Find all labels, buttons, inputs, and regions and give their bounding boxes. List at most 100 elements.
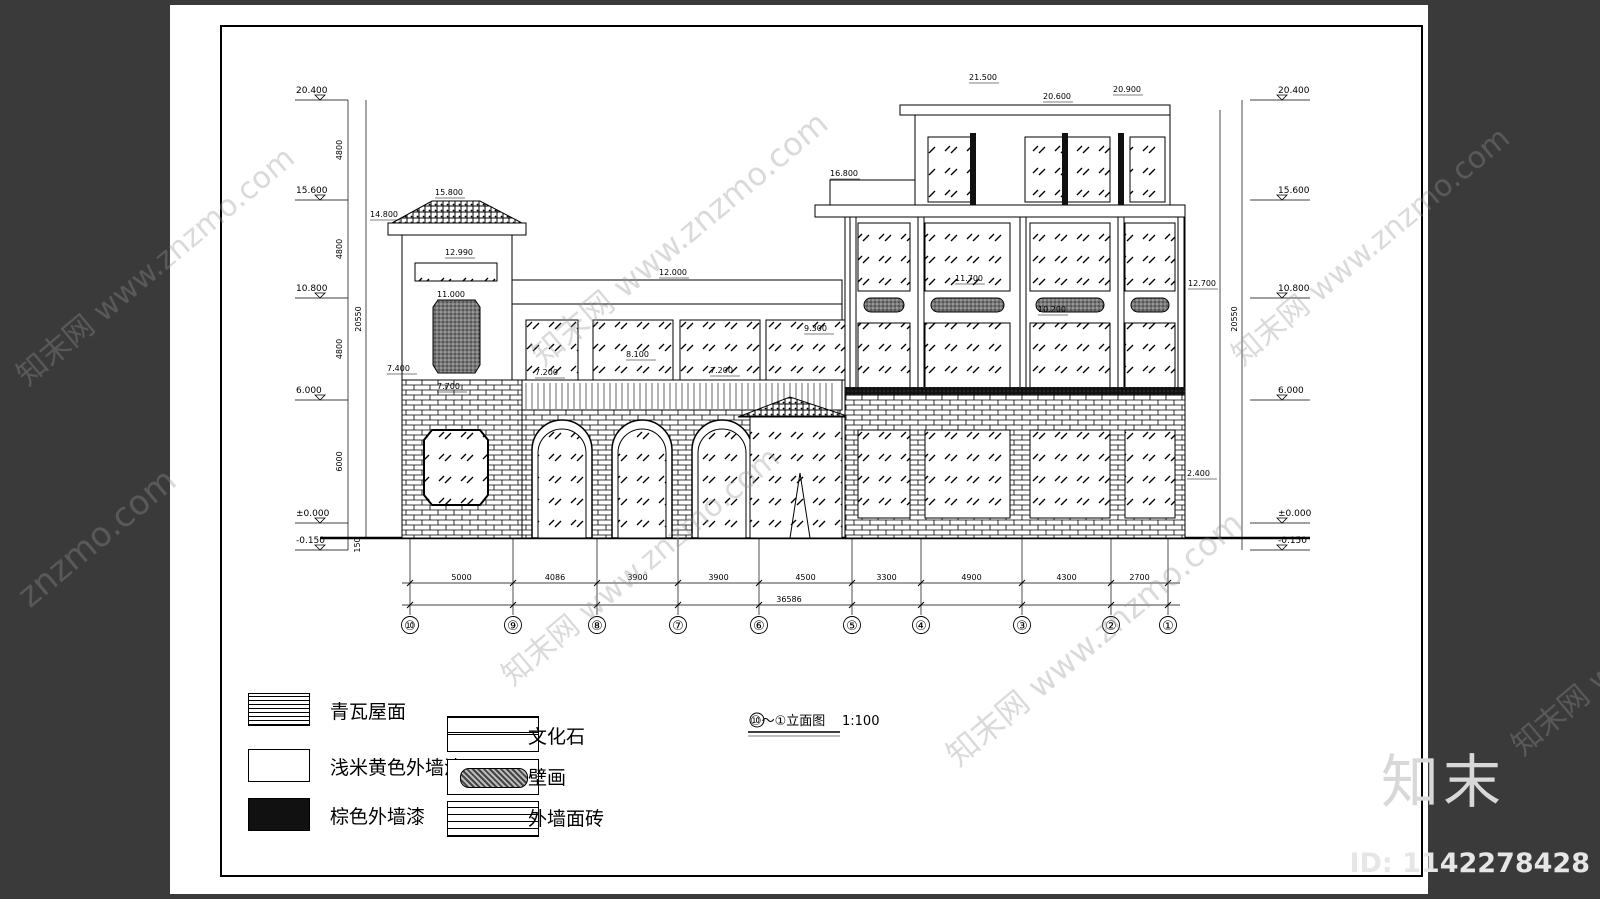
level-label-right: 10.800 bbox=[1278, 284, 1310, 294]
dim-label-vertical: 4800 bbox=[335, 339, 344, 359]
middle-window bbox=[857, 322, 911, 392]
elevation-mark-label: 16.800 bbox=[830, 169, 858, 178]
axis-label: ⑩ bbox=[404, 619, 416, 634]
pavilion-dark-pilaster bbox=[1062, 133, 1068, 205]
level-label-left: 6.000 bbox=[296, 386, 322, 396]
right-cornice bbox=[814, 204, 1186, 218]
axis-label: ⑦ bbox=[672, 619, 684, 634]
pilaster bbox=[1177, 216, 1185, 396]
axis-bubble bbox=[750, 616, 768, 634]
level-markers: 20.40015.60010.8006.000±0.000-0.15020.40… bbox=[295, 86, 1312, 551]
dim-label-bay: 3900 bbox=[708, 573, 728, 582]
arcade-upper-window bbox=[592, 319, 674, 381]
level-triangle-right bbox=[1276, 517, 1288, 524]
dark-band bbox=[845, 387, 1185, 395]
elevation-mark-label: 7.400 bbox=[387, 364, 410, 373]
arcade-upper-window bbox=[679, 319, 761, 381]
level-label-left: 10.800 bbox=[296, 284, 328, 294]
pilaster bbox=[917, 216, 925, 396]
axis-bubble bbox=[588, 616, 606, 634]
dim-label-bay: 3300 bbox=[876, 573, 896, 582]
level-triangle-right bbox=[1276, 194, 1288, 201]
left-tower-eave bbox=[387, 222, 527, 236]
level-triangle-left bbox=[314, 194, 326, 201]
arcade-roof-band bbox=[511, 279, 843, 305]
drawing-title: ⑩～①立面图 1:100 bbox=[748, 712, 879, 737]
legend-label-plain: 浅米黄色外墙漆 bbox=[330, 757, 464, 779]
dim-label-bay: 4500 bbox=[795, 573, 815, 582]
pilaster bbox=[1117, 216, 1125, 396]
axis-tick bbox=[848, 601, 856, 609]
axis-tick bbox=[593, 601, 601, 609]
level-triangle-right bbox=[1276, 292, 1288, 299]
dim-label-plinth: 150 bbox=[353, 537, 362, 552]
dim-label-vertical: 6000 bbox=[335, 451, 344, 471]
dim-label-bay: 4086 bbox=[545, 573, 565, 582]
axis-label: ① bbox=[1162, 619, 1174, 634]
drawing-frame bbox=[220, 25, 1423, 877]
level-triangle-left bbox=[314, 394, 326, 401]
level-label-left: ±0.000 bbox=[296, 509, 330, 519]
legend-label-dark: 棕色外墙漆 bbox=[330, 806, 426, 828]
elevation-mark-label: 7.700 bbox=[437, 382, 460, 391]
elevation-mark-label: 14.800 bbox=[370, 210, 398, 219]
axis-tick bbox=[509, 601, 517, 609]
watermark-text: 知末网 www.znzmo.com bbox=[1505, 510, 1600, 763]
pavilion-roof bbox=[899, 104, 1171, 116]
axis-tick bbox=[1164, 601, 1172, 609]
axis-bubble bbox=[504, 616, 522, 634]
level-label-left: 15.600 bbox=[296, 186, 328, 196]
legend-swatch-brick bbox=[447, 801, 539, 837]
left-feature-window bbox=[423, 429, 489, 506]
arched-window bbox=[617, 428, 667, 539]
elevation-mark-label: 7.200 bbox=[710, 366, 733, 375]
legend-swatch-dark bbox=[248, 798, 310, 831]
elevation-mark-label: 12.700 bbox=[1188, 279, 1216, 288]
axis-label: ③ bbox=[1016, 619, 1028, 634]
middle-window bbox=[1124, 322, 1176, 392]
mural-band bbox=[863, 297, 905, 313]
level-label-right: 15.600 bbox=[1278, 186, 1310, 196]
lower-window bbox=[1029, 429, 1111, 519]
mural-band bbox=[1130, 297, 1170, 313]
elevation-mark-label: 12.000 bbox=[659, 268, 687, 277]
elevation-mark-label: 8.100 bbox=[626, 350, 649, 359]
brand-logo-text: 知末 bbox=[1380, 748, 1505, 816]
elevation-mark-label: 2.400 bbox=[1187, 469, 1210, 478]
level-triangle-right bbox=[1276, 394, 1288, 401]
elevation-mark-label: 7.200 bbox=[535, 368, 558, 377]
level-label-right: -0.150 bbox=[1278, 536, 1307, 546]
legend-swatch-roof-tile bbox=[248, 693, 310, 726]
axis-label: ⑧ bbox=[591, 619, 603, 634]
dim-label-bay: 4300 bbox=[1056, 573, 1076, 582]
upper-window bbox=[1124, 222, 1176, 292]
left-tower-railing bbox=[414, 262, 498, 282]
level-triangle-left bbox=[314, 94, 326, 101]
axis-bubble bbox=[669, 616, 687, 634]
level-label-left: -0.150 bbox=[296, 536, 325, 546]
middle-window bbox=[1029, 322, 1111, 392]
brand-id: ID: 1142278428 bbox=[1349, 848, 1590, 879]
axis-tick bbox=[848, 579, 856, 587]
dim-label-vertical: 4800 bbox=[335, 239, 344, 259]
axis-tick bbox=[917, 601, 925, 609]
axis-tick bbox=[593, 579, 601, 587]
elevation-mark-label: 20.900 bbox=[1113, 85, 1141, 94]
axis-tick bbox=[1107, 579, 1115, 587]
level-label-right: ±0.000 bbox=[1278, 509, 1312, 519]
legend-label-mural: 壁画 bbox=[528, 767, 567, 789]
dim-label-vertical: 4800 bbox=[335, 140, 344, 160]
axis-tick bbox=[1018, 579, 1026, 587]
drawing-title-text: ⑩～①立面图 bbox=[750, 714, 825, 729]
drawing-scale-text: 1:100 bbox=[842, 714, 879, 729]
dim-label-total: 36586 bbox=[776, 595, 801, 604]
elevation-mark-label: 11.700 bbox=[955, 274, 983, 283]
legend-swatch-plain bbox=[248, 749, 310, 782]
axis-label: ⑤ bbox=[846, 619, 858, 634]
dim-label-bay: 4900 bbox=[961, 573, 981, 582]
level-label-right: 20.400 bbox=[1278, 86, 1310, 96]
left-tower-mural bbox=[432, 299, 481, 374]
axis-tick bbox=[1164, 579, 1172, 587]
pavilion-dark-pilaster bbox=[1118, 133, 1124, 205]
